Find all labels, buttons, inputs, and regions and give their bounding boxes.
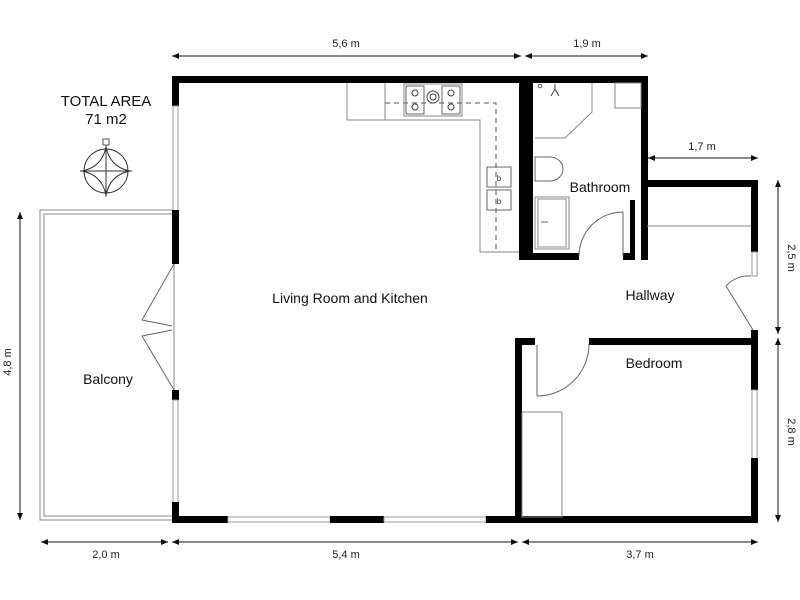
dim-bottom-living: 5,4 m <box>332 549 360 561</box>
dim-right-hall: 2,5 m <box>785 244 797 272</box>
total-area: TOTAL AREA 71 m2 <box>61 93 152 129</box>
total-area-value: 71 m2 <box>85 111 127 128</box>
room-label-hallway: Hallway <box>625 287 675 303</box>
balcony-door <box>141 263 175 391</box>
walls <box>172 76 758 523</box>
room-label-balcony: Balcony <box>83 371 133 387</box>
dim-hall-width: 1,7 m <box>688 141 716 153</box>
bedroom-fixtures <box>521 343 590 518</box>
kitchen-counter: b b <box>346 83 519 253</box>
room-label-bedroom: Bedroom <box>625 355 683 371</box>
dim-top-living: 5,6 m <box>332 38 360 50</box>
dim-top-bath: 1,9 m <box>573 38 601 50</box>
dim-bottom-bedroom: 3,7 m <box>626 549 654 561</box>
balcony-outline <box>39 209 175 521</box>
bathroom-fixtures <box>534 82 642 257</box>
dim-right-bedroom: 2,8 m <box>785 418 797 446</box>
hallway-fixtures <box>647 225 754 331</box>
compass-rose-icon <box>80 138 132 197</box>
svg-text:b: b <box>497 174 502 183</box>
room-label-living: Living Room and Kitchen <box>272 290 428 306</box>
dim-bottom-balcony: 2,0 m <box>92 549 120 561</box>
dim-left-balcony: 4,8 m <box>2 348 14 376</box>
room-label-bathroom: Bathroom <box>569 179 631 195</box>
dimension-lines <box>17 53 781 545</box>
total-area-title: TOTAL AREA <box>60 93 152 110</box>
svg-text:b: b <box>497 197 502 206</box>
